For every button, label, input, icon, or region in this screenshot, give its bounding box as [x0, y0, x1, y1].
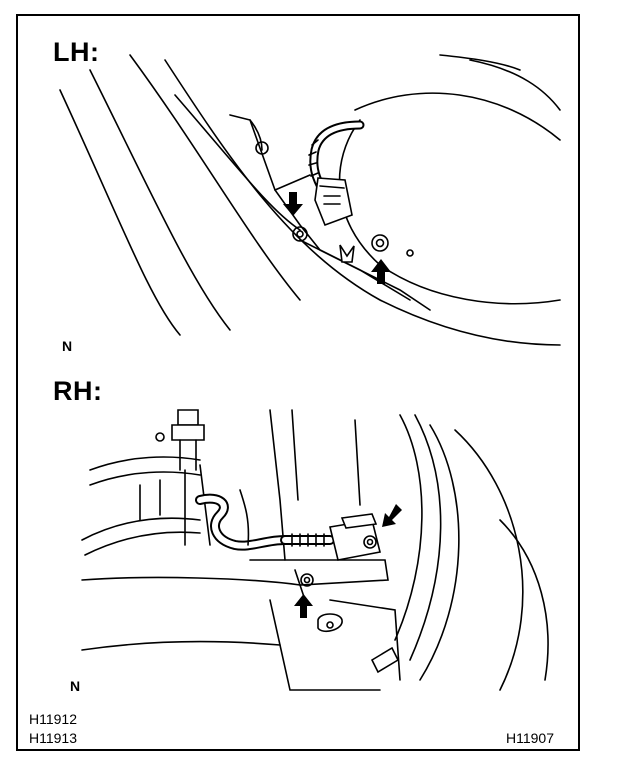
- figure-code-right: H11907: [506, 730, 555, 746]
- lh-label: LH:: [53, 37, 100, 67]
- rh-label: RH:: [53, 376, 103, 406]
- rh-drawing: [81, 409, 549, 691]
- figure-code-left-top: H11912: [29, 711, 78, 727]
- figure-code-left-bottom: H11913: [29, 730, 78, 746]
- rh-arrow-up: [294, 594, 313, 618]
- rh-arrow-diagonal: [382, 504, 402, 527]
- rh-orientation-mark: N: [70, 678, 81, 694]
- lh-arrow-up: [371, 259, 391, 284]
- illustration-frame: [16, 14, 580, 751]
- lh-orientation-mark: N: [62, 338, 73, 354]
- lh-drawing: [59, 54, 561, 346]
- lh-arrow-down: [283, 192, 303, 216]
